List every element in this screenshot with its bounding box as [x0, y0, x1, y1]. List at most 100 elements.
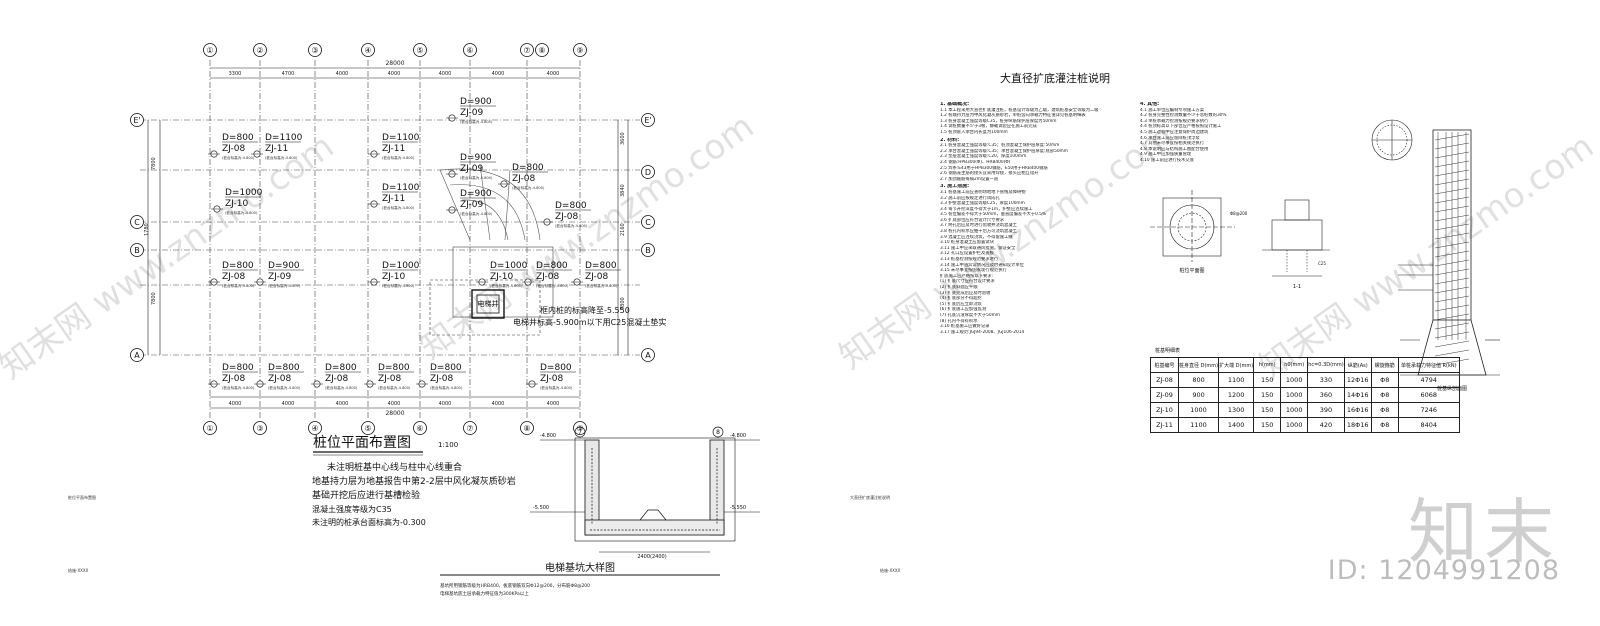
top-dim: 4000: [388, 71, 401, 77]
top-dim: 3300: [229, 71, 242, 77]
table-cell: 1100: [1177, 417, 1220, 433]
top-dim: 4000: [547, 71, 560, 77]
note-line: 2.3 垫层混凝土强度等级:C20，厚度100mm: [940, 154, 1027, 160]
table-cell: ZJ-11: [1150, 417, 1179, 433]
table-cell: 800: [1177, 372, 1220, 388]
pile-note: (桩台标高为-4.800): [512, 185, 545, 190]
plan-note-1: 未注明桩基中心线与柱中心线重合: [327, 461, 462, 473]
table-cell: 900: [1177, 387, 1220, 403]
pile-code: ZJ-11: [382, 144, 405, 154]
note-line: 4.2 桩身完整性检测数量不少于总桩数的30%: [1140, 113, 1227, 119]
pile-note: (桩台标高为-4.800): [222, 155, 255, 160]
table-cell: 18Φ16: [1343, 417, 1372, 433]
pile-diameter: D=800: [430, 363, 462, 373]
pile-code: ZJ-08: [536, 272, 559, 282]
bottom-dim: 4000: [547, 401, 560, 407]
grid-bubble-right: E': [641, 113, 655, 127]
grid-bubble-left: A: [130, 348, 144, 362]
grid-bubble-right: B: [641, 243, 655, 257]
note-line: (8) 孔内不得有积水: [940, 318, 978, 324]
pile-note: (桩台标高为-4.800): [430, 385, 463, 390]
pile-code: ZJ-09: [268, 272, 291, 282]
svg-text:⑨: ⑨: [576, 46, 583, 55]
pile-note: (桩台标高为-4.800): [378, 385, 411, 390]
svg-text:A: A: [645, 351, 651, 360]
grid-bubble-right: C: [641, 215, 655, 229]
note-line: 3.4 每节开挖深度不得大于1m，护壁应连续施工: [940, 206, 1033, 212]
total-dim-top: 28000: [385, 60, 404, 67]
plan-note-5: 未注明的桩承台面标高为-0.300: [312, 517, 426, 527]
pile-code: ZJ-08: [585, 272, 608, 282]
pile-code: ZJ-08: [512, 174, 535, 184]
grid-bubble-top: ①: [203, 43, 217, 57]
bottom-dim: 4000: [282, 401, 295, 407]
pile-diameter: D=900: [460, 153, 492, 163]
note-line: 2. 材料:: [940, 137, 960, 143]
note-line: 3.1 桩基施工前应查明场地地下管线及障碍物: [940, 189, 1026, 195]
svg-text:⑥: ⑥: [416, 424, 423, 433]
svg-text:⑧: ⑧: [538, 46, 545, 55]
pile-code: ZJ-08: [540, 374, 563, 384]
pile-note: (桩台标高为-4.800): [268, 283, 301, 288]
pile-diameter: D=1000: [490, 261, 528, 271]
table-cell: 1000: [1280, 417, 1309, 433]
note-line: 4.8 本说明应与结构施工图配合使用: [1140, 146, 1209, 152]
table-cell: 12Φ16: [1343, 372, 1372, 388]
table-cell: 1000: [1280, 372, 1309, 388]
plan-note-4: 混凝土强度等级为C35: [312, 504, 392, 514]
pile-code: ZJ-08: [222, 272, 245, 282]
note-line: 1. 基础概况:: [940, 102, 970, 107]
detail-c25: C25: [1318, 261, 1326, 266]
table-cell: 150: [1253, 417, 1282, 433]
table-cell: 390: [1307, 402, 1345, 418]
pit-elev-mid: -5.500: [533, 505, 549, 511]
grid-bubble-bottom: ⑤: [361, 421, 375, 435]
pile-diameter: D=800: [222, 261, 254, 271]
svg-text:A: A: [134, 351, 140, 360]
plan-title: 桩位平面布置图: [313, 434, 411, 451]
note-line: 4.5 施工过程中应注意保护周边建筑: [1140, 129, 1209, 135]
note-line: 3.2 施工前应按规定进行试成孔: [940, 195, 1000, 201]
table-cell: Φ8: [1370, 387, 1399, 403]
elevator-label: 电梯井: [478, 299, 499, 308]
pile-code: ZJ-10: [382, 272, 405, 282]
right-dim: 7800: [620, 297, 626, 310]
left-dim: 7800: [151, 292, 157, 305]
top-dim: 4700: [282, 71, 295, 77]
table-cell: ZJ-08: [1150, 372, 1179, 388]
svg-text:⑤: ⑤: [416, 46, 423, 55]
pile-note: (桩台标高为-4.800): [325, 385, 358, 390]
table-header: 螺旋箍筋: [1370, 357, 1399, 373]
note-line: 4.7 其他未尽事宜按相关规范执行: [1140, 141, 1205, 147]
note-line: 1.2 桩端持力层为中风化凝灰质砂岩，单桩竖向承载力特征值详见桩基明细表: [940, 113, 1086, 119]
bottom-dim: 4000: [388, 401, 401, 407]
grid-bubble-top: ④: [361, 43, 375, 57]
note-line: 4.3 单桩承载力检测按规范要求执行: [1140, 118, 1209, 124]
svg-text:⑧: ⑧: [523, 424, 530, 433]
grid-bubble-top: ⑤: [413, 43, 427, 57]
note-line: 4.10 施工前应进行技术交底: [1140, 157, 1194, 163]
note-line: 3.13 桩基检测按规范要求进行: [940, 257, 999, 263]
pile-code: ZJ-11: [382, 194, 405, 204]
pile-code: ZJ-09: [460, 164, 483, 174]
note-line: 3.16 桩基施工应做好记录: [940, 324, 990, 330]
grid-bubble-bottom: ⑨: [573, 421, 587, 435]
svg-text:B: B: [134, 246, 140, 255]
table-header: h(mm): [1253, 357, 1282, 373]
top-dim: 4000: [492, 71, 505, 77]
note-line: 4.4 桩顶标高以下部位应严格按照设计施工: [1140, 124, 1222, 130]
pile-note: (桩台标高为-4.800): [382, 205, 415, 210]
grid-bubble-bottom: ⑦: [463, 421, 477, 435]
svg-text:C: C: [134, 218, 140, 227]
pile-plan: [140, 60, 640, 420]
